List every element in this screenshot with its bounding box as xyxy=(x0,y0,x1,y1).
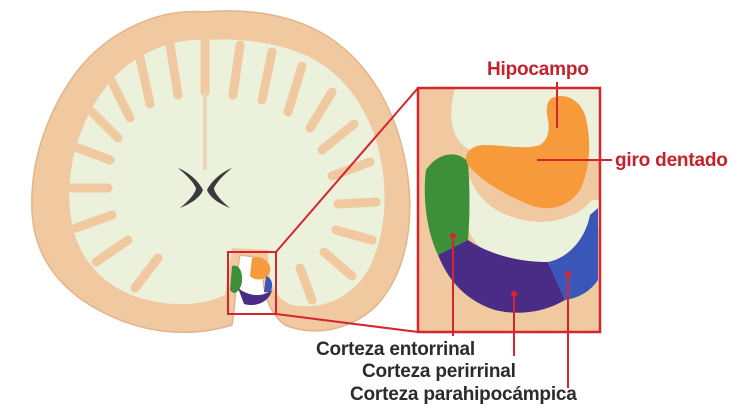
label-perirhinal-cortex: Corteza perirrinal xyxy=(362,362,516,381)
label-entorhinal-cortex: Corteza entorrinal xyxy=(316,340,475,359)
zoom-inset xyxy=(418,88,600,332)
label-hippocampus: Hipocampo xyxy=(487,60,589,79)
label-parahippocampal-cortex: Corteza parahipocámpica xyxy=(350,385,577,404)
label-dentate-gyrus: giro dentado xyxy=(615,151,728,170)
